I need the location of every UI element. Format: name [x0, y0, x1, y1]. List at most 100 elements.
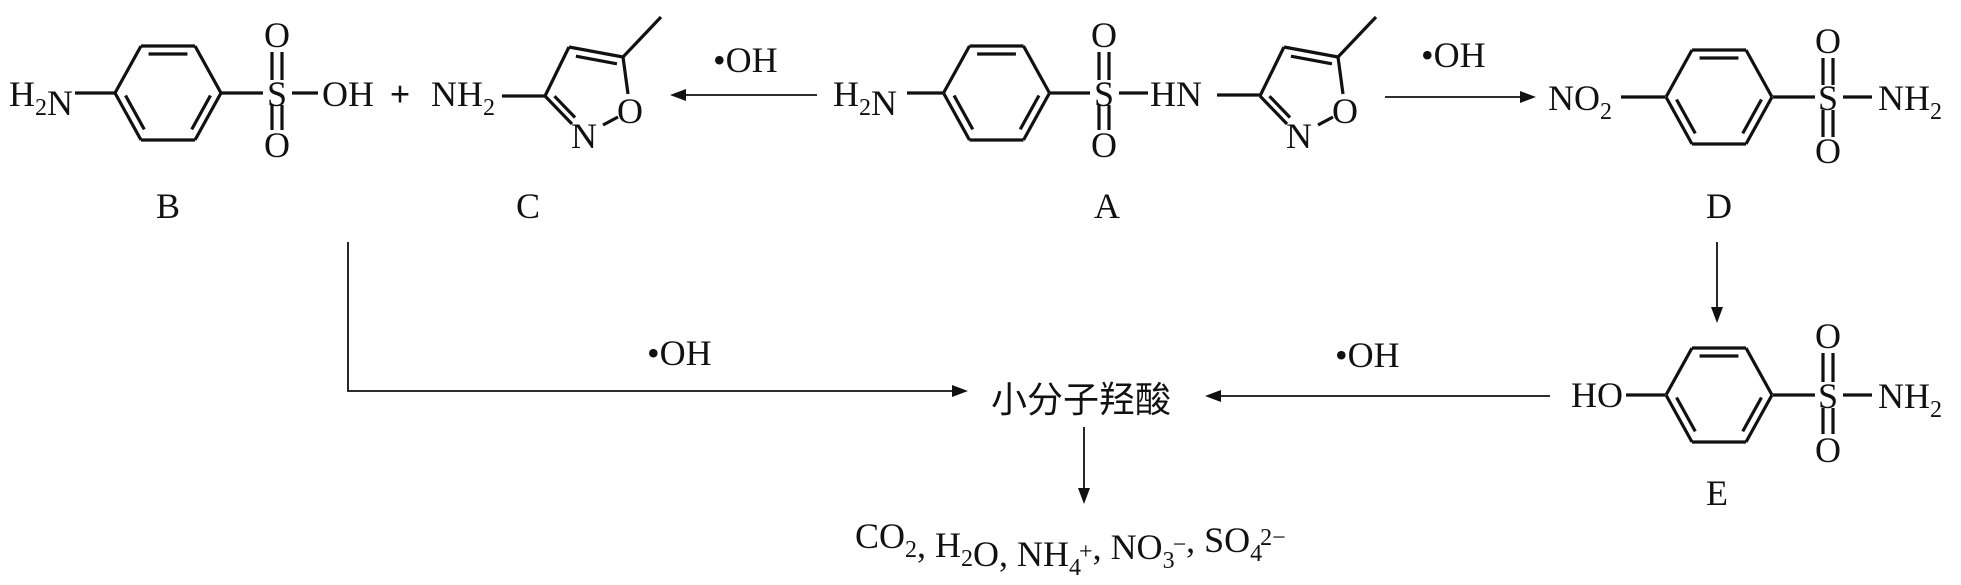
- superscript: 2−: [1260, 525, 1286, 551]
- formula-text: +: [390, 74, 411, 114]
- molecule-d: NO2 S O O NH 2 D: [1548, 21, 1942, 226]
- formula-text: O: [1815, 316, 1841, 356]
- atom-nh2: NH2: [431, 74, 495, 121]
- atom-o: O: [264, 15, 290, 55]
- superscript: −: [1173, 532, 1187, 558]
- atom-o: O: [1091, 125, 1117, 165]
- benzene-rings: [113, 44, 1774, 444]
- bond: [1317, 115, 1334, 127]
- molecule-b: H2N S O O OH B: [9, 15, 374, 226]
- formula-text: NH: [1878, 78, 1930, 118]
- formula-text: NH: [431, 74, 483, 114]
- subscript: 2: [1930, 397, 1942, 423]
- subscript: 2: [859, 95, 871, 121]
- subscript: 4: [1250, 541, 1262, 567]
- subscript: 2: [961, 546, 973, 572]
- atom-no2: NO2: [1548, 78, 1612, 125]
- bond: [602, 115, 619, 127]
- atom-o: O: [1332, 91, 1358, 131]
- bond: [568, 45, 624, 59]
- atom-nh2: NH2: [1878, 376, 1942, 423]
- label-e: E: [1706, 473, 1728, 513]
- atom-o: O: [264, 125, 290, 165]
- atom-o: O: [1815, 316, 1841, 356]
- label-c: C: [516, 186, 540, 226]
- arrow-a-to-bc: •OH: [670, 40, 817, 101]
- bond: [1664, 347, 1694, 396]
- formula-text: O: [1815, 430, 1841, 470]
- bond: [193, 92, 223, 141]
- atom-s: S: [1818, 78, 1838, 118]
- label-a: A: [1094, 186, 1120, 226]
- bond: [1022, 92, 1051, 141]
- subscript: 2: [905, 537, 917, 563]
- benzene-ring: [113, 44, 223, 142]
- arrow-d-to-e: [1711, 242, 1723, 323]
- subscript: 3: [1163, 548, 1175, 574]
- formula-text: HN: [1150, 74, 1202, 114]
- arrow-e-to-acids: •OH: [1205, 335, 1550, 402]
- atom-n: N: [571, 116, 597, 156]
- atom-o: O: [1815, 21, 1841, 61]
- bond: [113, 45, 143, 94]
- bond: [113, 92, 143, 141]
- subscript: 2: [35, 95, 47, 121]
- arrow-b-to-acids: •OH: [347, 242, 968, 397]
- subscript: 2: [483, 95, 495, 121]
- atom-s: S: [1094, 74, 1114, 114]
- atom-oh: OH: [322, 74, 374, 114]
- formula-text: S: [1818, 78, 1838, 118]
- plus-sign: +: [390, 74, 411, 114]
- molecule-c: NH2 N O C: [431, 15, 663, 226]
- bond: [1664, 394, 1694, 443]
- formula-text: , NO: [1093, 527, 1163, 567]
- formula-text: O: [264, 15, 290, 55]
- double-bond-line: [190, 94, 212, 131]
- formula-text: HO: [1571, 375, 1623, 415]
- formula-text: H: [833, 74, 859, 114]
- bond: [1022, 45, 1051, 94]
- reagent-hydroxyl-radical: •OH: [1335, 335, 1400, 375]
- benzene-ring: [1664, 346, 1774, 444]
- methyl-bond: [1336, 15, 1378, 59]
- double-bond-line: [575, 54, 618, 66]
- subscript: 2: [1600, 99, 1612, 125]
- atom-n: N: [1286, 116, 1312, 156]
- formula-text: O: [617, 91, 643, 131]
- formula-text: , SO: [1186, 520, 1250, 560]
- bond: [193, 45, 223, 94]
- bond: [1336, 56, 1345, 95]
- benzene-ring: [942, 44, 1051, 142]
- bond: [1258, 46, 1286, 97]
- label-d: D: [1706, 186, 1732, 226]
- double-bond-line: [1675, 98, 1697, 135]
- formula-text: O: [1091, 125, 1117, 165]
- atom-o: O: [1815, 131, 1841, 171]
- intermediate-small-molecule-acids: 小分子羟酸: [991, 380, 1171, 421]
- benzene-ring: [1664, 48, 1774, 146]
- subscript: 4: [1069, 555, 1081, 581]
- reagent-hydroxyl-radical: •OH: [647, 333, 712, 373]
- atom-s: S: [267, 74, 287, 114]
- formula-text: S: [267, 74, 287, 114]
- bond: [543, 94, 574, 126]
- formula-text: OH: [322, 74, 374, 114]
- superscript: +: [1079, 539, 1093, 565]
- double-bond-line: [124, 94, 146, 131]
- bond: [1283, 45, 1339, 59]
- formula-text: NO: [1548, 78, 1600, 118]
- reagent-hydroxyl-radical: •OH: [1421, 35, 1486, 75]
- bond: [1258, 94, 1289, 126]
- double-bond-line: [1018, 94, 1041, 131]
- molecule-e: HO S O O NH2 E: [1571, 316, 1942, 513]
- double-bond-line: [1290, 54, 1333, 66]
- bond: [543, 46, 571, 97]
- bond: [1744, 347, 1774, 396]
- bond: [1744, 49, 1774, 98]
- formula-text: O: [1815, 21, 1841, 61]
- atom-o: O: [617, 91, 643, 131]
- formula-text: S: [1818, 376, 1838, 416]
- formula-text: O, NH: [973, 534, 1069, 574]
- formula-text: NH: [1878, 376, 1930, 416]
